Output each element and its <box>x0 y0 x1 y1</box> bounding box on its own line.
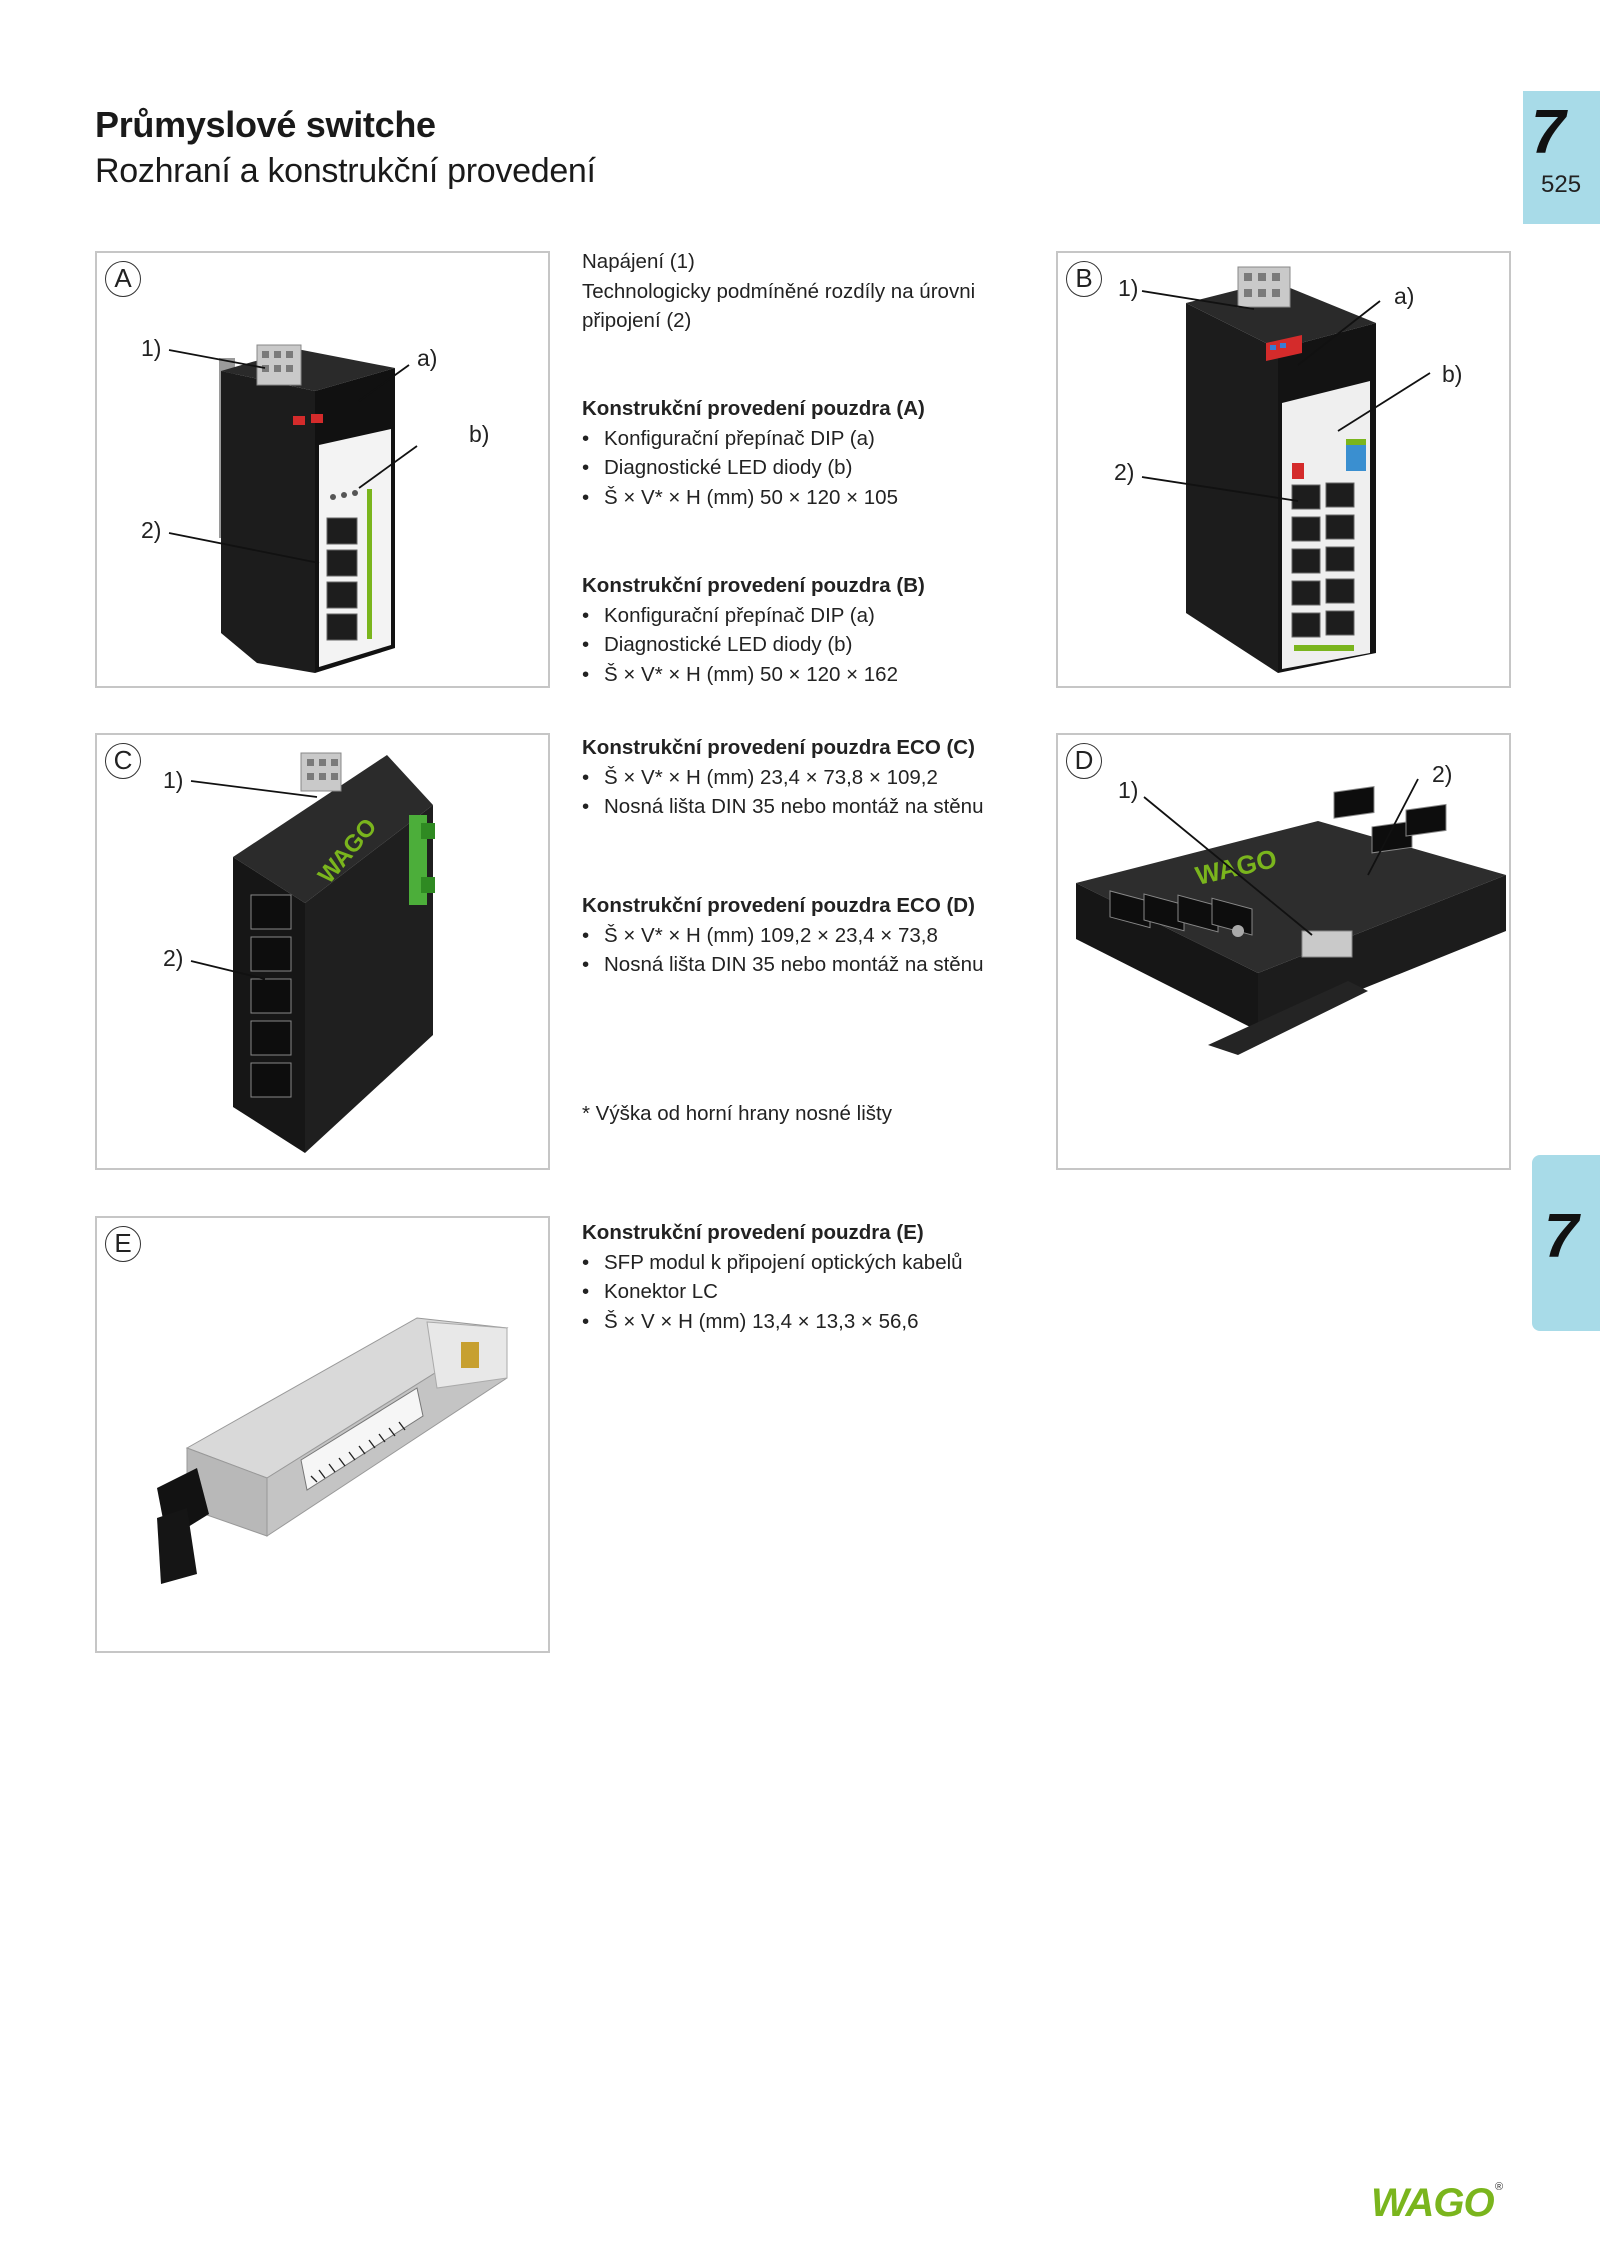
callout-2: 2) <box>1432 761 1453 787</box>
svg-text:WAGO: WAGO <box>1193 843 1280 891</box>
sfp-module-image <box>157 1317 509 1584</box>
svg-text:WAGO: WAGO <box>313 813 383 889</box>
section-b-heading: Konstrukční provedení pouzdra (B) <box>582 574 925 597</box>
section-b-item: Konfigurační přepínač DIP (a) <box>582 601 925 631</box>
panel-badge-c: C <box>105 743 141 779</box>
product-panel-e: E <box>95 1216 550 1653</box>
wago-logo-text: WAGO <box>1371 2181 1495 2225</box>
callout-1: 1) <box>141 335 162 361</box>
svg-text:®: ® <box>1495 2181 1503 2193</box>
section-a-heading: Konstrukční provedení pouzdra (A) <box>582 397 925 420</box>
callout-b: b) <box>1442 361 1463 387</box>
product-panel-d: D WAGO 1) 2) <box>1056 733 1511 1170</box>
callout-1: 1) <box>163 767 184 793</box>
section-b-item: Diagnostické LED diody (b) <box>582 630 925 660</box>
panel-badge-e: E <box>105 1226 141 1262</box>
section-c-item: Š × V* × H (mm) 23,4 × 73,8 × 109,2 <box>582 763 983 793</box>
section-e-item: Š × V × H (mm) 13,4 × 13,3 × 56,6 <box>582 1307 963 1337</box>
callout-a: a) <box>417 345 438 371</box>
section-c-item: Nosná lišta DIN 35 nebo montáž na stěnu <box>582 792 983 822</box>
callout-2: 2) <box>141 517 162 543</box>
section-a-item: Diagnostické LED diody (b) <box>582 453 925 483</box>
section-e-item: SFP modul k připojení optických kabelů <box>582 1248 963 1278</box>
section-e-item: Konektor LC <box>582 1277 963 1307</box>
section-d: Konstrukční provedení pouzdra ECO (D) Š … <box>582 891 983 980</box>
section-a: Konstrukční provedení pouzdra (A) Konfig… <box>582 394 925 512</box>
intro-line-3: připojení (2) <box>582 309 692 332</box>
intro-line-1: Napájení (1) <box>582 250 695 273</box>
page-subtitle: Rozhraní a konstrukční provedení <box>95 152 596 190</box>
page-title: Průmyslové switche <box>95 104 436 145</box>
section-a-item: Konfigurační přepínač DIP (a) <box>582 424 925 454</box>
callout-a: a) <box>1394 283 1415 309</box>
section-d-heading: Konstrukční provedení pouzdra ECO (D) <box>582 894 975 917</box>
section-d-item: Š × V* × H (mm) 109,2 × 23,4 × 73,8 <box>582 921 983 951</box>
callout-2: 2) <box>163 945 184 971</box>
section-b: Konstrukční provedení pouzdra (B) Konfig… <box>582 571 925 689</box>
switch-a-image <box>168 344 418 673</box>
callout-1: 1) <box>1118 275 1139 301</box>
chapter-side-number: 7 <box>1544 1202 1579 1271</box>
chapter-number: 7 <box>1531 98 1566 167</box>
callout-1: 1) <box>1118 777 1139 803</box>
section-c-heading: Konstrukční provedení pouzdra ECO (C) <box>582 736 975 759</box>
panel-badge-d: D <box>1066 743 1102 779</box>
panel-badge-b: B <box>1066 261 1102 297</box>
intro-text: Napájení (1) Technologicky podmíněné roz… <box>582 247 975 336</box>
section-d-item: Nosná lišta DIN 35 nebo montáž na stěnu <box>582 950 983 980</box>
chapter-tab: 7 525 <box>1523 91 1600 224</box>
callout-b: b) <box>469 421 490 447</box>
section-e-heading: Konstrukční provedení pouzdra (E) <box>582 1221 924 1244</box>
footnote: * Výška od horní hrany nosné lišty <box>582 1102 892 1125</box>
product-panel-b: B 1) a) b) 2) <box>1056 251 1511 688</box>
wago-logo: WAGO ® <box>1369 2176 1509 2226</box>
product-panel-c: C WAGO 1) 2) <box>95 733 550 1170</box>
intro-line-2: Technologicky podmíněné rozdíly na úrovn… <box>582 279 976 303</box>
chapter-side-tab[interactable]: 7 <box>1532 1155 1600 1331</box>
section-e: Konstrukční provedení pouzdra (E) SFP mo… <box>582 1218 963 1336</box>
panel-badge-a: A <box>105 261 141 297</box>
section-b-item: Š × V* × H (mm) 50 × 120 × 162 <box>582 660 925 690</box>
section-c: Konstrukční provedení pouzdra ECO (C) Š … <box>582 733 983 822</box>
page-number: 525 <box>1541 171 1582 198</box>
section-a-item: Š × V* × H (mm) 50 × 120 × 105 <box>582 483 925 513</box>
callout-2: 2) <box>1114 459 1135 485</box>
product-panel-a: A 1) a) <box>95 251 550 688</box>
